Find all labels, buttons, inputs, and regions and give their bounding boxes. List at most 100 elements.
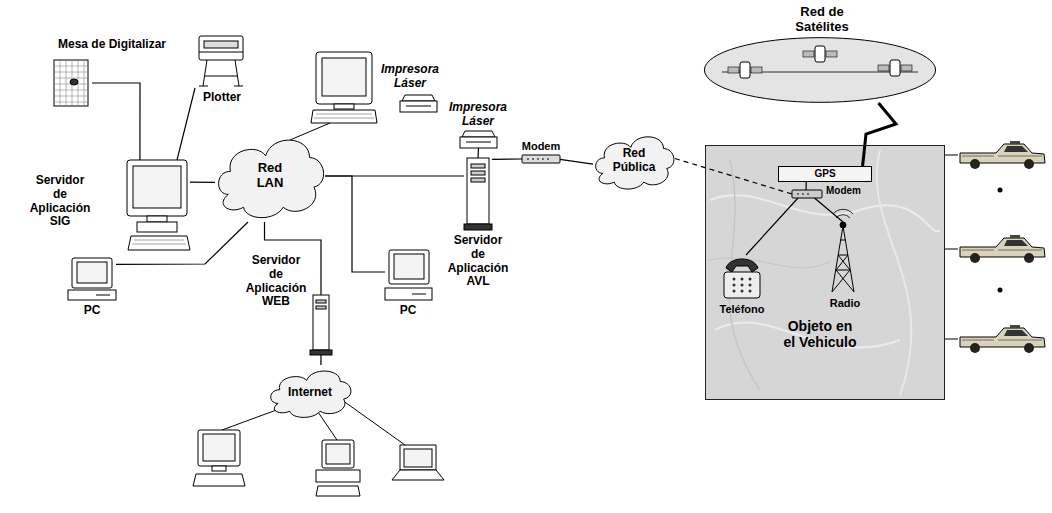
- satellite-icon: [901, 65, 912, 71]
- printer-icon: [402, 95, 435, 101]
- telephone-icon: [741, 290, 744, 293]
- telephone-device-label: Teléfono: [719, 303, 764, 316]
- pc-icon: [322, 440, 354, 468]
- laptop-icon: [400, 445, 436, 470]
- satellite-icon: [803, 46, 837, 62]
- pc-icon: [394, 254, 424, 279]
- pc-icon: [68, 258, 116, 300]
- pc-computer: PC: [68, 258, 116, 300]
- network-link: [116, 222, 248, 264]
- pc-icon: [385, 288, 432, 300]
- plotter-icon: [199, 52, 243, 53]
- server-tower-icon: [467, 158, 489, 224]
- satellite-icon: [878, 65, 889, 71]
- pc-icon: [96, 295, 110, 296]
- server-workstation-label: Servidor de Aplicación SIG: [30, 174, 91, 229]
- laptop-icon: [392, 445, 444, 480]
- network-cloud: Internet: [268, 365, 352, 420]
- modem-device-label: Modem: [826, 185, 861, 197]
- workstation-icon: [127, 160, 190, 250]
- digitizer-icon: [54, 60, 88, 106]
- satellite-network-label: Red de Satélites: [781, 5, 863, 35]
- modem-icon: [522, 155, 560, 163]
- server-tower-icon: [316, 306, 326, 309]
- workstation-icon: [133, 166, 181, 208]
- network-wire: [290, 123, 330, 140]
- network-illustration: [54, 36, 958, 496]
- workstation-icon: [311, 110, 377, 123]
- orbit-line: [722, 72, 918, 73]
- printer-icon: [460, 137, 497, 148]
- modem-icon: [522, 155, 560, 163]
- workstation-icon: [193, 474, 245, 486]
- vehicle-fleet: [960, 141, 1045, 353]
- vehicle-wire: [945, 155, 958, 339]
- modem-icon: [527, 159, 549, 160]
- modem-device: Modem: [522, 155, 560, 163]
- server-tower-icon: [310, 350, 332, 355]
- network-link: [746, 198, 798, 255]
- telephone-icon: [733, 284, 736, 287]
- network-link: [477, 148, 479, 158]
- pc-icon: [389, 250, 429, 284]
- server-tower-icon: [316, 300, 326, 303]
- network-link: [325, 176, 385, 272]
- satellite-icon: [728, 67, 739, 73]
- digitizer-icon: [54, 60, 88, 106]
- workstation-icon: [193, 430, 245, 486]
- satellite-icon: [878, 60, 912, 76]
- digitizer-icon: [70, 79, 78, 85]
- pc-icon: [316, 440, 360, 496]
- pc-icon: [316, 486, 360, 496]
- workstation-icon: [127, 160, 187, 216]
- ellipse-outline: [704, 38, 935, 103]
- satellite-icon: [815, 46, 825, 62]
- pc-icon: [72, 258, 112, 288]
- telephone-icon: [724, 272, 760, 298]
- plotter-icon: [199, 60, 243, 86]
- vehicle-fleet: [998, 288, 1003, 293]
- gps-unit: GPS: [778, 166, 872, 182]
- cloud-outline: [219, 140, 324, 218]
- cloud-outline: [271, 371, 351, 417]
- pc-icon: [77, 262, 107, 283]
- pc-icon: [412, 294, 426, 295]
- printer-icon: [460, 131, 497, 148]
- laser-printer: Impresora Láser: [460, 131, 497, 148]
- pc-computer-label: PC: [84, 304, 101, 318]
- radio-antenna-icon: [832, 226, 854, 292]
- laser-printer-label: Impresora Láser: [381, 63, 439, 91]
- satellite-link: [863, 103, 896, 166]
- workstation-icon: [322, 58, 366, 96]
- satellite-icon: [803, 51, 814, 57]
- server-tower-icon: [464, 158, 492, 230]
- plotter-icon: [204, 41, 238, 48]
- digitizer-device-label: Mesa de Digitalizar: [58, 38, 166, 52]
- network-link: [190, 181, 215, 183]
- workstation-icon: [128, 236, 190, 250]
- plotter-device: Plotter: [195, 33, 245, 88]
- printer-icon: [400, 101, 437, 112]
- gps-unit-label: GPS: [814, 168, 835, 180]
- pc-icon: [385, 250, 432, 300]
- radio-antenna-icon: [832, 209, 854, 292]
- pc-computer: PC: [385, 250, 432, 300]
- network-wire: [318, 412, 337, 440]
- marble-texture: [877, 150, 912, 395]
- digitizer-device: Mesa de Digitalizar: [52, 58, 92, 108]
- network-link: [92, 83, 140, 160]
- server-tower-icon: [471, 164, 485, 168]
- pc-icon: [68, 290, 116, 300]
- printer-icon: [406, 106, 431, 107]
- network-link: [320, 355, 321, 365]
- pc-computer-label: PC: [400, 304, 417, 318]
- modem-device: Modem: [792, 190, 822, 198]
- workstation-icon: [203, 434, 235, 461]
- network-cloud-label: Red LAN: [257, 161, 284, 191]
- workstation-icon: [137, 222, 177, 232]
- telephone-icon: [733, 278, 736, 281]
- digitizer-icon: [54, 60, 88, 106]
